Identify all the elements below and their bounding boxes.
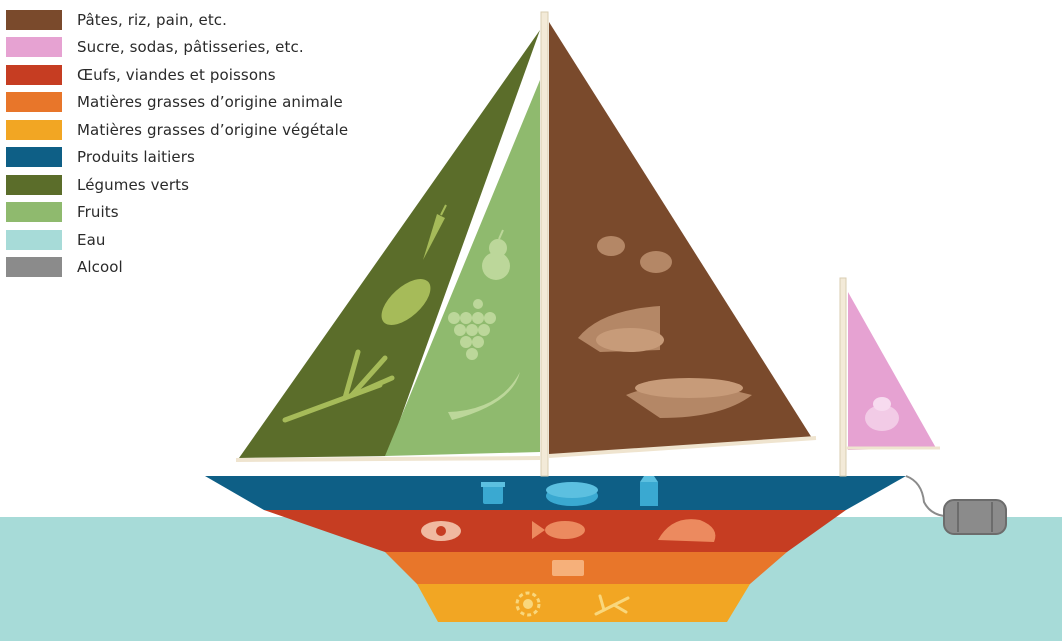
barrel-icon: [943, 499, 1007, 535]
legend-item-fruit: Fruits: [6, 199, 348, 227]
legend-label-water: Eau: [77, 230, 106, 249]
legend-item-pasta: Pâtes, riz, pain, etc.: [6, 6, 348, 34]
boom-right: [548, 436, 817, 458]
legend-item-protein: Œufs, viandes et poissons: [6, 61, 348, 89]
cheese-icon: [546, 482, 598, 506]
hull-animal-fat: [385, 552, 787, 584]
legend-swatch-pasta: [6, 9, 62, 30]
legend-item-alcohol: Alcool: [6, 254, 348, 282]
sunflower-icon: [515, 591, 541, 617]
legend-label-sugar: Sucre, sodas, pâtisseries, etc.: [77, 38, 304, 57]
zucchini-icon: [381, 279, 431, 325]
cake-icon: [865, 397, 899, 431]
legend-item-dairy: Produits laitiers: [6, 144, 348, 172]
legend-swatch-protein: [6, 64, 62, 85]
sail-green-vegetables: [239, 30, 540, 458]
fish-icon: [532, 521, 585, 539]
legend-swatch-water: [6, 229, 62, 250]
legend: Pâtes, riz, pain, etc. Sucre, sodas, pât…: [6, 6, 348, 281]
legend-label-dairy: Produits laitiers: [77, 148, 195, 167]
legend-swatch-veg: [6, 174, 62, 195]
meat-icon: [658, 519, 716, 542]
boom-left: [235, 456, 541, 462]
legend-label-alcohol: Alcool: [77, 258, 123, 277]
butter-icon: [552, 560, 584, 576]
legend-item-veg: Légumes verts: [6, 171, 348, 199]
potatoes-icon: [597, 236, 672, 273]
legend-swatch-animal-fat: [6, 92, 62, 113]
milk-carton-icon: [640, 476, 658, 506]
yogurt-icon: [481, 482, 505, 504]
legend-label-protein: Œufs, viandes et poissons: [77, 65, 276, 84]
legend-swatch-veg-fat: [6, 119, 62, 140]
back-mast: [839, 277, 847, 477]
pear-icon: [482, 229, 510, 280]
egg-icon: [421, 521, 461, 541]
pasta-bowl-icon: [626, 378, 752, 418]
bread-icon: [578, 306, 664, 352]
legend-item-water: Eau: [6, 226, 348, 254]
olive-branch-icon: [594, 594, 630, 616]
legend-swatch-fruit: [6, 202, 62, 223]
buoy-rope: [905, 475, 945, 517]
legend-swatch-dairy: [6, 147, 62, 168]
main-mast: [540, 11, 549, 477]
legend-swatch-sugar: [6, 37, 62, 58]
banana-icon: [448, 372, 520, 420]
grapes-icon: [448, 299, 496, 360]
legend-label-pasta: Pâtes, riz, pain, etc.: [77, 10, 228, 29]
legend-label-animal-fat: Matières grasses d’origine animale: [77, 93, 343, 112]
leek-icon: [282, 349, 395, 423]
legend-item-sugar: Sucre, sodas, pâtisseries, etc.: [6, 34, 348, 62]
legend-swatch-alcohol: [6, 257, 62, 278]
legend-label-fruit: Fruits: [77, 203, 119, 222]
legend-label-veg: Légumes verts: [77, 175, 190, 194]
carrot-icon: [423, 204, 447, 260]
sail-fruits: [385, 80, 540, 456]
legend-item-veg-fat: Matières grasses d’origine végétale: [6, 116, 348, 144]
hull-veg-fat: [417, 584, 750, 622]
legend-label-veg-fat: Matières grasses d’origine végétale: [77, 120, 349, 139]
legend-item-animal-fat: Matières grasses d’origine animale: [6, 89, 348, 117]
